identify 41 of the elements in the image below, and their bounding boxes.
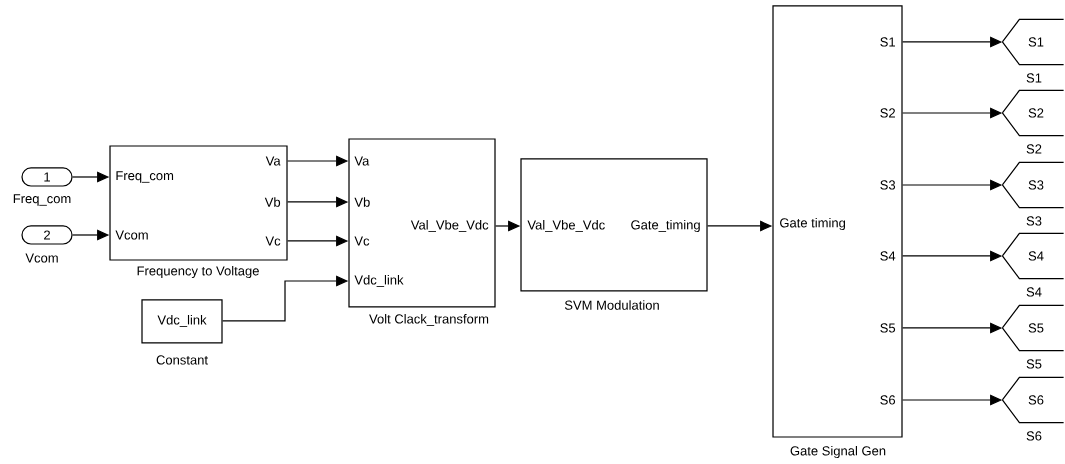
port-label: Val_Vbe_Vdc	[410, 220, 489, 232]
port-label: Gate timing	[780, 217, 845, 231]
port-label: Freq_com	[116, 171, 174, 183]
goto-tag: S2	[1001, 89, 1065, 137]
port-label: Vdc_link	[157, 315, 207, 327]
port-label: Va	[265, 156, 281, 166]
block-name: SVM Modulation	[564, 300, 659, 310]
goto-tag: S3	[1001, 161, 1065, 209]
port-label: S4	[880, 251, 896, 261]
port-label: S3	[880, 180, 896, 190]
port-label: S5	[880, 323, 896, 333]
port-label: Vc	[354, 236, 370, 246]
port-label: Val_Vbe_Vdc	[527, 220, 605, 232]
port-label: S2	[880, 108, 895, 118]
block-name: S4	[1026, 287, 1042, 297]
block-name: Freq_com	[13, 194, 71, 206]
port-label: Gate_timing	[631, 219, 700, 233]
goto-tag: S1	[1001, 18, 1065, 66]
block-name: S1	[1026, 73, 1042, 83]
port-label: S1	[880, 37, 895, 47]
block-name: Volt Clack_transform	[369, 314, 489, 326]
port-label: S6	[880, 395, 896, 405]
port-label: Va	[354, 156, 370, 166]
port-label: Vcom	[115, 230, 148, 240]
goto-tag: S5	[1001, 304, 1065, 352]
block-name: S3	[1026, 216, 1042, 226]
port-label: Vdc_link	[354, 275, 404, 287]
inport-block: 2	[21, 225, 73, 245]
port-label: Vb	[354, 197, 370, 207]
block-name: S5	[1026, 359, 1042, 369]
goto-tag: S4	[1001, 232, 1065, 280]
block-name: Vcom	[25, 253, 58, 263]
block-name: S2	[1026, 144, 1042, 154]
goto-tag: S6	[1001, 376, 1065, 424]
port-label: Vb	[264, 197, 281, 207]
inport-block: 1	[21, 167, 73, 187]
block-name: S6	[1026, 431, 1042, 441]
block-name: Constant	[156, 355, 208, 365]
port-label: Vc	[265, 236, 281, 246]
block-name: Frequency to Voltage	[137, 265, 259, 279]
block-name: Gate Signal Gen	[790, 445, 886, 459]
